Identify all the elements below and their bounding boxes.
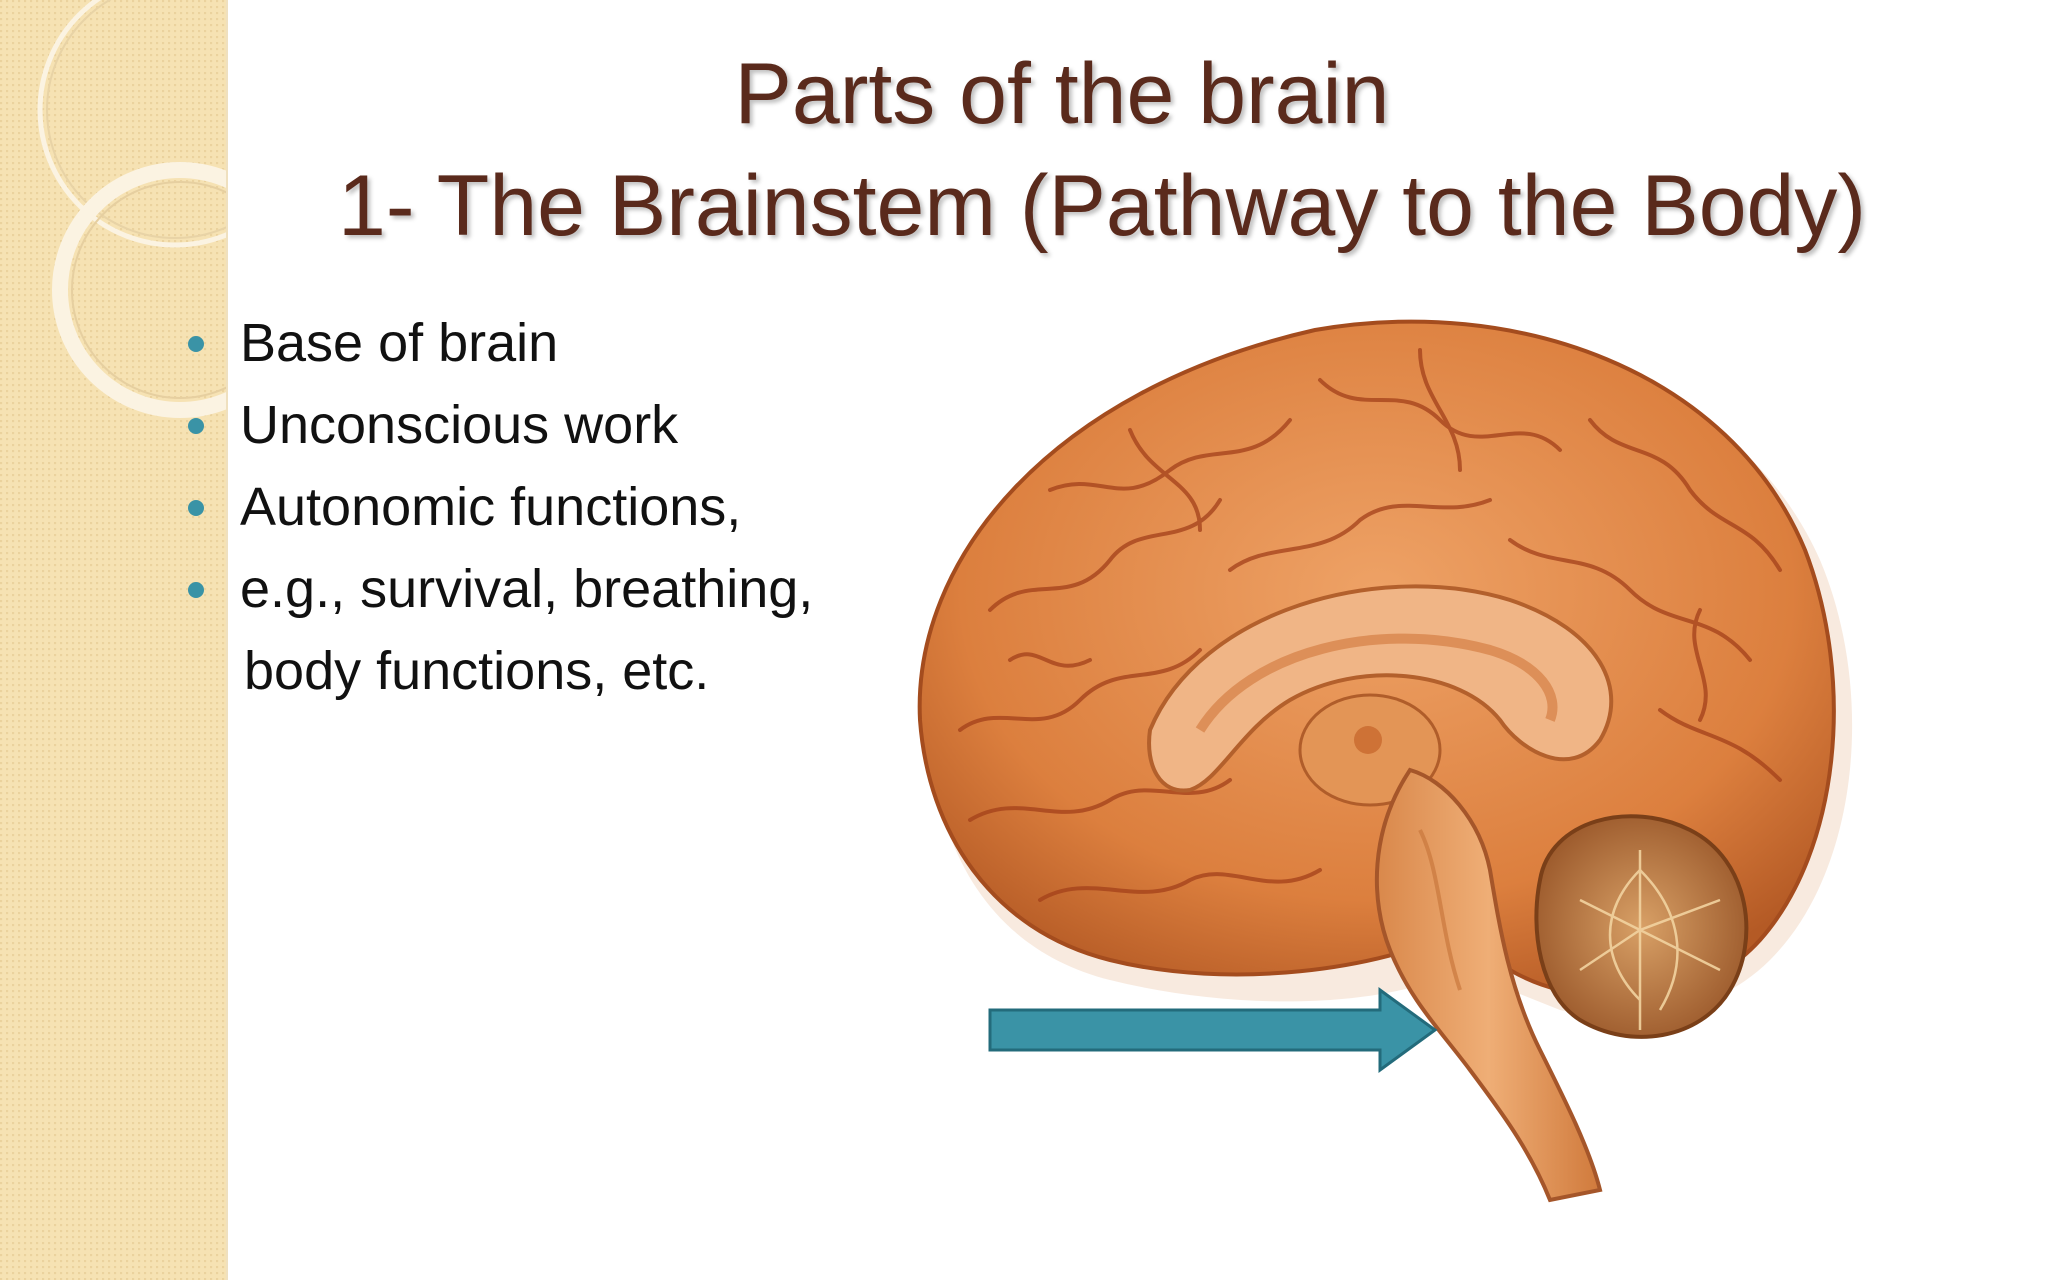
- bullet-item: Base of brain: [188, 308, 813, 390]
- bullet-list: Base of brain Unconscious work Autonomic…: [188, 308, 813, 718]
- decorative-rings: [37, 0, 226, 418]
- bullet-text: e.g., survival, breathing,: [240, 559, 814, 619]
- bullet-text: Autonomic functions,: [240, 477, 742, 537]
- bullet-text: Unconscious work: [240, 395, 679, 455]
- slide-title: Parts of the brain 1- The Brainstem (Pat…: [226, 38, 2048, 262]
- bullet-dot-icon: [188, 582, 204, 598]
- bullet-dot-icon: [188, 500, 204, 516]
- bullet-continuation: body functions, etc.: [188, 636, 813, 718]
- decorative-side-band: [0, 0, 228, 1280]
- bullet-item: e.g., survival, breathing,: [188, 554, 813, 636]
- bullet-item: Unconscious work: [188, 390, 813, 472]
- right-arrow-icon: [988, 987, 1438, 1073]
- bullet-text: Base of brain: [240, 313, 559, 373]
- bullet-item: Autonomic functions,: [188, 472, 813, 554]
- brain-illustration: [917, 319, 1853, 1203]
- title-line-2: 1- The Brainstem (Pathway to the Body): [337, 158, 1866, 254]
- bullet-dot-icon: [188, 336, 204, 352]
- title-line-1: Parts of the brain: [734, 46, 1390, 142]
- bullet-dot-icon: [188, 418, 204, 434]
- bullet-text: body functions, etc.: [244, 641, 710, 701]
